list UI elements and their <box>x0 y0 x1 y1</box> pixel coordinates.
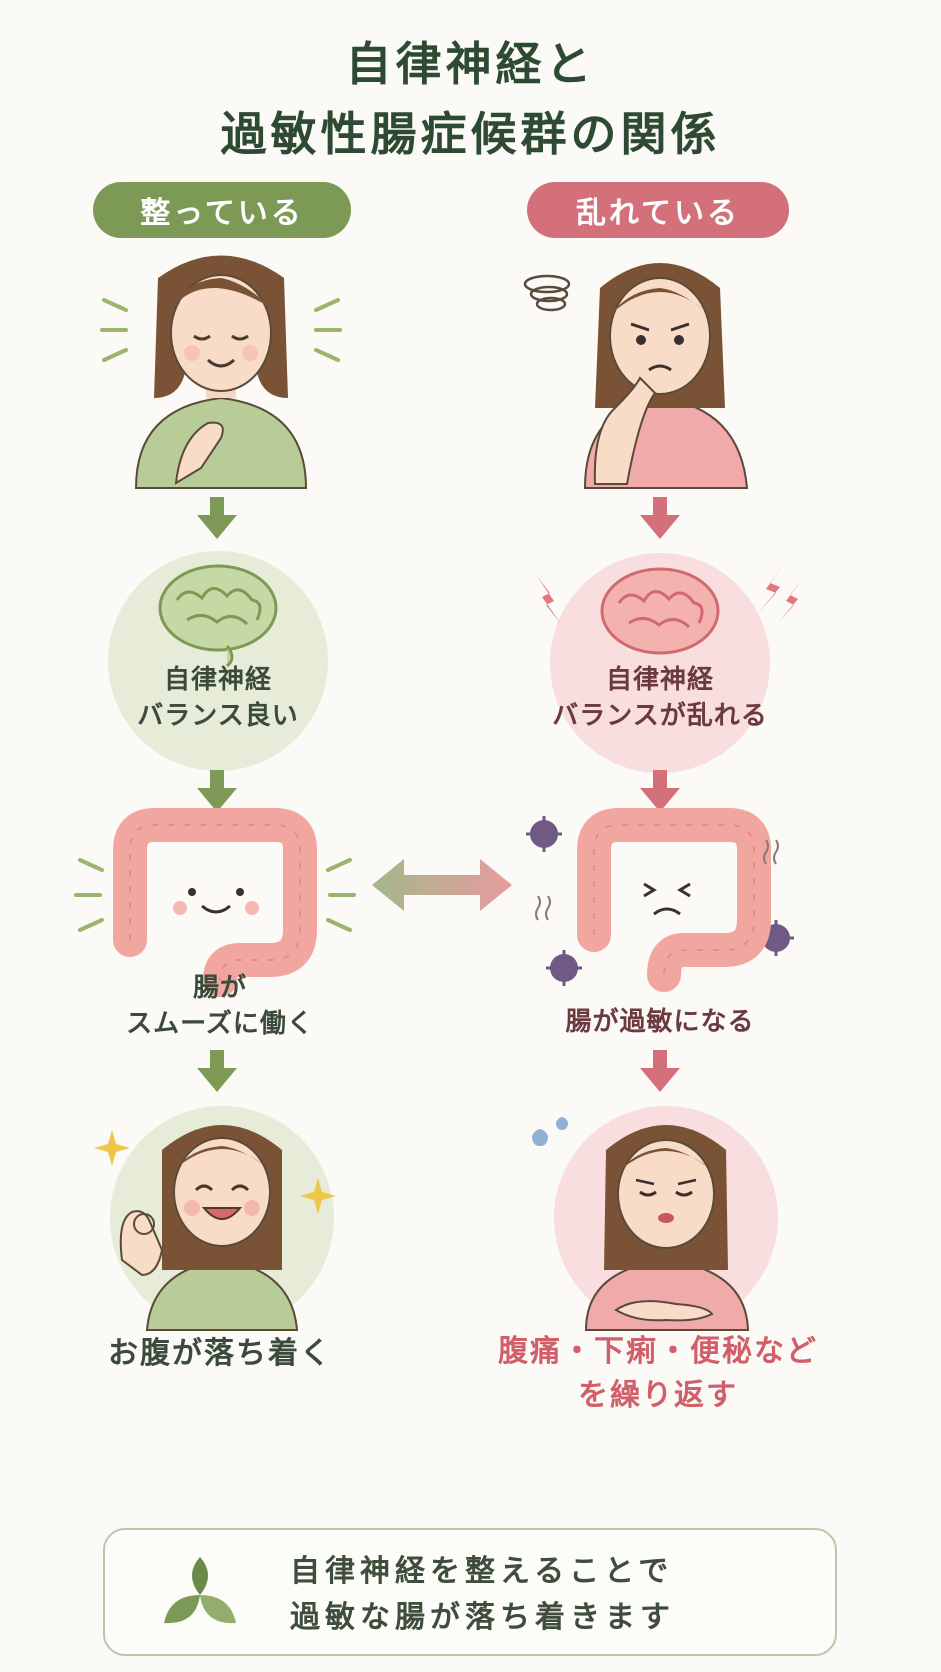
left-gut-label-2: スムーズに働く <box>126 1009 314 1039</box>
balanced-header-pill: 整っている <box>93 182 351 238</box>
page-title-line1: 自律神経と <box>345 37 596 91</box>
sparkle-icon <box>94 1130 130 1166</box>
down-arrow-left-2 <box>197 770 237 812</box>
lightning-icon <box>536 575 562 625</box>
brain-icon-pink <box>600 567 720 655</box>
worried-woman-illustration <box>523 263 749 489</box>
leaf-icon <box>164 1557 236 1624</box>
page-title-line2: 過敏性腸症候群の関係 <box>220 107 721 161</box>
sparkle-lines-gut <box>74 858 356 932</box>
down-arrow-left-1 <box>197 497 237 539</box>
summary-line-2: 過敏な腸が落ち着きます <box>290 1600 675 1635</box>
right-gut-label: 腸が過敏になる <box>565 1007 755 1037</box>
happy-intestine-illustration <box>74 808 356 997</box>
right-brain-label-1: 自律神経 <box>605 665 714 695</box>
brain-circle-right <box>536 553 804 773</box>
double-arrow-center <box>372 859 512 911</box>
left-brain-label-2: バランス良い <box>137 701 299 731</box>
summary-line-1: 自律神経を整えることで <box>290 1554 674 1589</box>
disturbed-header-pill: 乱れている <box>527 182 789 238</box>
down-arrow-right-3 <box>640 1050 680 1092</box>
down-arrow-right-1 <box>640 497 680 539</box>
calm-woman-illustration <box>100 255 342 489</box>
lightning-icon <box>758 561 786 613</box>
lightning-icon <box>778 577 804 623</box>
shake-lines-icon <box>535 839 779 921</box>
right-result-label-1: 腹痛・下痢・便秘など <box>498 1334 818 1369</box>
sweat-drop-icon <box>532 1117 568 1146</box>
dizzy-scribble-icon <box>523 274 571 312</box>
sparkle-icon <box>300 1178 336 1214</box>
sad-intestine-illustration <box>526 808 794 992</box>
down-arrow-right-2 <box>640 770 680 812</box>
brain-circle-left <box>108 551 328 771</box>
stomachache-woman-illustration <box>532 1106 778 1331</box>
happy-woman-illustration <box>94 1106 336 1331</box>
down-arrow-left-3 <box>197 1050 237 1092</box>
sparkle-lines-left <box>100 298 342 362</box>
right-brain-label-2: バランスが乱れる <box>552 701 768 731</box>
brain-icon-green <box>158 564 278 668</box>
right-result-label-2: を繰り返す <box>578 1378 738 1413</box>
left-result-label: お腹が落ち着く <box>108 1336 332 1371</box>
left-gut-label-1: 腸が <box>192 973 247 1003</box>
summary-box <box>103 1528 837 1656</box>
left-brain-label-1: 自律神経 <box>163 665 272 695</box>
